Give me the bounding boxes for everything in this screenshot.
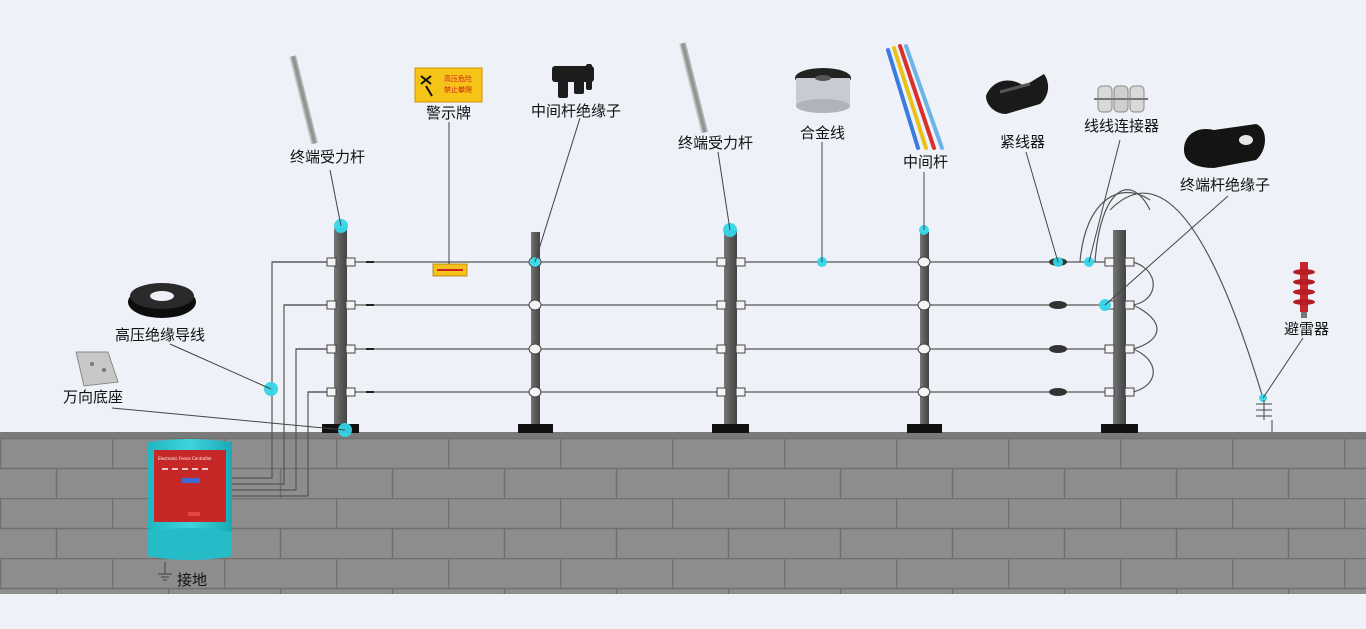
label-terminal-pole-1: 终端受力杆 (290, 148, 365, 166)
wire-spool-icon (795, 68, 851, 113)
terminal-pole-right (1101, 230, 1138, 433)
label-middle-pole: 中间杆 (903, 153, 948, 171)
controller-header: Electronic Fence Controller (158, 456, 212, 461)
terminal-pole-middle (712, 230, 749, 433)
label-universal-base: 万向底座 (63, 388, 123, 406)
label-hv-cable: 高压绝缘导线 (115, 326, 205, 344)
warning-sign-on-fence (432, 263, 468, 277)
warning-sign-line1: 高压危险 (444, 74, 472, 83)
tensioner-devices (1049, 258, 1067, 396)
wire-springs (366, 261, 374, 393)
lightning-arrester-icon (1293, 262, 1315, 318)
label-terminal-pole-2: 终端受力杆 (678, 134, 753, 152)
fence-poles (322, 228, 1138, 433)
warning-sign-icon: 高压危险 禁止攀爬 (414, 67, 483, 103)
hv-cable-runs (232, 189, 1263, 497)
cable-coil-icon (128, 283, 196, 318)
ground-symbol-icon (158, 562, 172, 581)
steel-rod-icon (678, 42, 709, 134)
colored-rods-icon (886, 44, 944, 150)
label-alloy-wire: 合金线 (800, 124, 845, 142)
terminal-insulator-icon (1184, 124, 1265, 168)
steel-rod-icon (289, 55, 318, 145)
fence-wires (272, 261, 1133, 393)
wire-connector-icon (1094, 85, 1148, 113)
label-grounding: 接地 (177, 571, 207, 589)
label-lightning-arrester: 避雷器 (1284, 320, 1329, 338)
arrester-mount (1256, 400, 1273, 432)
label-terminal-insulator: 终端杆绝缘子 (1180, 176, 1270, 194)
tensioner-icon (986, 74, 1049, 114)
label-warning-sign: 警示牌 (426, 104, 471, 122)
fence-controller: Electronic Fence Controller (148, 439, 232, 560)
insulator-clip-icon (552, 64, 594, 98)
leader-lines (111, 117, 1304, 431)
label-middle-insulator: 中间杆绝缘子 (531, 102, 621, 120)
middle-pole-1 (518, 232, 553, 433)
label-wire-connector: 线线连接器 (1084, 117, 1159, 135)
component-labels: 终端受力杆 警示牌 中间杆绝缘子 终端受力杆 合金线 中间杆 紧线器 线线连接器… (63, 102, 1329, 589)
middle-pole-2 (907, 232, 942, 433)
controller-indicator-lights (162, 468, 208, 470)
base-plate-icon (75, 351, 119, 387)
warning-sign-line2: 禁止攀爬 (444, 85, 472, 94)
label-tensioner: 紧线器 (1000, 133, 1045, 151)
